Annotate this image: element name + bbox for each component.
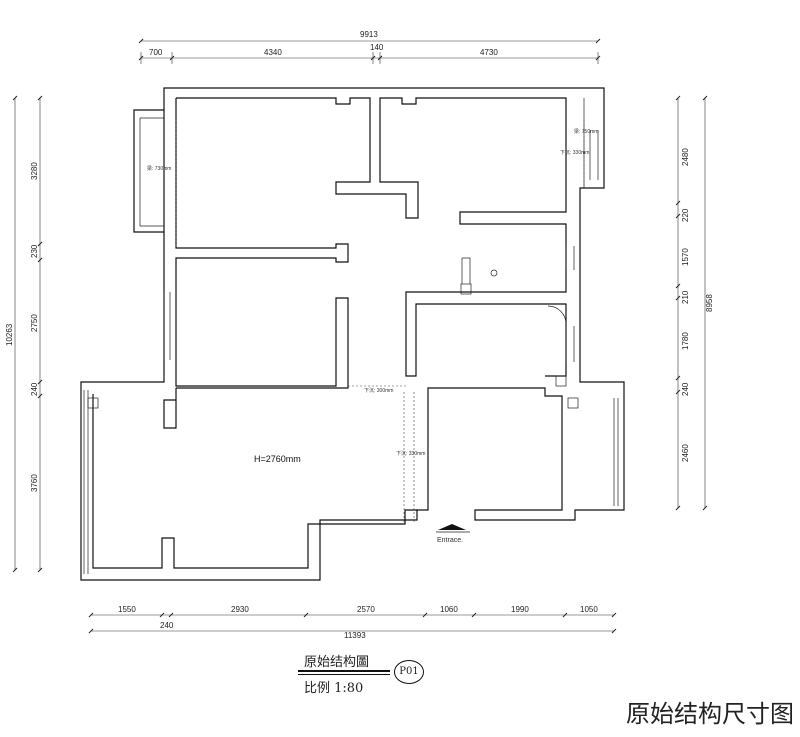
dim-bottom-seg-3: 2570 <box>357 605 375 614</box>
top-dimension-chain: 9913 700 4340 140 4730 <box>138 30 601 64</box>
dim-right-seg-4: 210 <box>681 290 690 304</box>
dim-right-seg-7: 2460 <box>681 444 690 462</box>
title-block: 原始结构圖 比例 1:80 P01 <box>298 650 438 696</box>
sheet-id-badge: P01 <box>394 660 424 684</box>
dim-right-seg-2: 220 <box>681 208 690 222</box>
dim-bottom-overall: 11393 <box>344 631 366 640</box>
dim-top-overall: 9913 <box>360 30 378 39</box>
dim-right-overall: 8958 <box>705 294 714 312</box>
left-dimension-chain: 10263 3280 230 2750 240 3760 <box>5 95 43 573</box>
dim-left-seg-5: 3760 <box>30 474 39 492</box>
dim-left-seg-3: 2750 <box>30 314 39 332</box>
page-caption: 原始结构尺寸图 <box>626 700 794 728</box>
entrance-label: Entrace. <box>437 537 463 544</box>
scale-label: 比例 1:80 <box>304 681 364 696</box>
right-dimension-chain: 8958 2480 220 1570 210 1780 240 2460 <box>675 95 714 511</box>
dim-right-seg-6: 240 <box>681 382 690 396</box>
title-underline-thick <box>298 670 390 672</box>
beam-upper-left-note: 梁: 730mm <box>147 165 171 172</box>
bottom-dimension-chain: 1550 2930 2570 1060 1990 1050 240 11393 <box>88 605 617 640</box>
walls <box>80 87 625 581</box>
beam-upper-right-note: 梁: 750mm <box>574 128 598 135</box>
floor-plan: 9913 700 4340 140 4730 10263 3280 230 27… <box>5 30 714 640</box>
dim-top-seg-1: 700 <box>149 48 163 57</box>
drawing-title: 原始结构圖 <box>304 655 370 670</box>
ceiling-height-label: H=2760mm <box>254 454 301 464</box>
dim-left-seg-4: 240 <box>30 382 39 396</box>
title-underline-thin <box>298 674 390 675</box>
dim-bottom-seg-6: 1050 <box>580 605 598 614</box>
dim-bottom-small: 240 <box>160 621 174 630</box>
dim-top-seg-2: 4340 <box>264 48 282 57</box>
dim-top-seg-4: 4730 <box>480 48 498 57</box>
entrance-marker: Entrace. <box>436 524 470 544</box>
dim-left-seg-1: 3280 <box>30 162 39 180</box>
dim-right-seg-1: 2480 <box>681 148 690 166</box>
beam-living-note: 下沉: 300mm <box>364 387 393 394</box>
dim-left-seg-2: 230 <box>30 244 39 258</box>
beam-upper-right-note-2: 下沉: 330mm <box>560 149 589 156</box>
dim-bottom-seg-5: 1990 <box>511 605 529 614</box>
dim-top-seg-3: 140 <box>370 43 384 52</box>
dim-bottom-seg-4: 1060 <box>440 605 458 614</box>
dim-right-seg-5: 1780 <box>681 332 690 350</box>
dim-right-seg-3: 1570 <box>681 248 690 266</box>
beam-corridor-note: 下沉: 330mm <box>396 450 425 457</box>
dim-bottom-seg-2: 2930 <box>231 605 249 614</box>
dim-left-overall: 10263 <box>5 323 14 346</box>
dim-bottom-seg-1: 1550 <box>118 605 136 614</box>
